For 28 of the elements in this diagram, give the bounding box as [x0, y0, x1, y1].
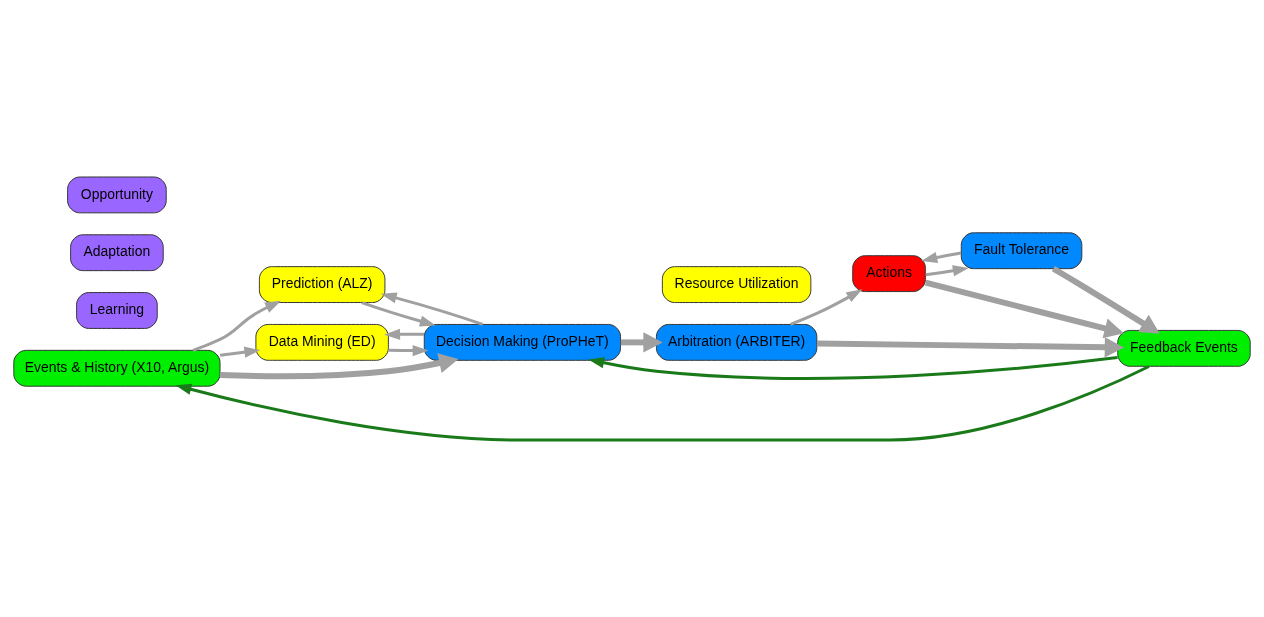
arrow [816, 337, 1125, 358]
node-box: Resource Utilization [661, 266, 812, 303]
arrow [175, 365, 1150, 442]
arrow [588, 356, 1118, 380]
arrow [361, 301, 436, 327]
arrow [921, 251, 962, 263]
node-box: Learning [76, 292, 158, 329]
arrow [924, 279, 1124, 339]
arrow [925, 265, 969, 277]
arrow [388, 344, 429, 357]
arrow [1051, 266, 1160, 334]
arrow [384, 328, 425, 340]
node-box: Actions [852, 255, 926, 293]
arrow [789, 289, 863, 326]
node-box: Adaptation [70, 234, 164, 272]
node-box: Opportunity [67, 176, 167, 214]
node-box: Decision Making (ProPHeT) [423, 323, 622, 361]
node-box: Prediction (ALZ) [258, 266, 386, 303]
node-box: Events & History (X10, Argus) [13, 349, 221, 387]
arrow [620, 332, 663, 353]
arrow [192, 300, 282, 352]
node-box: Feedback Events [1117, 329, 1251, 367]
arrow [380, 292, 484, 326]
node-box: Arbitration (ARBITER) [655, 323, 818, 361]
node-box: Data Mining (ED) [255, 323, 389, 361]
arrow [220, 353, 459, 380]
arrow [219, 346, 261, 358]
node-box: Fault Tolerance [960, 232, 1083, 270]
